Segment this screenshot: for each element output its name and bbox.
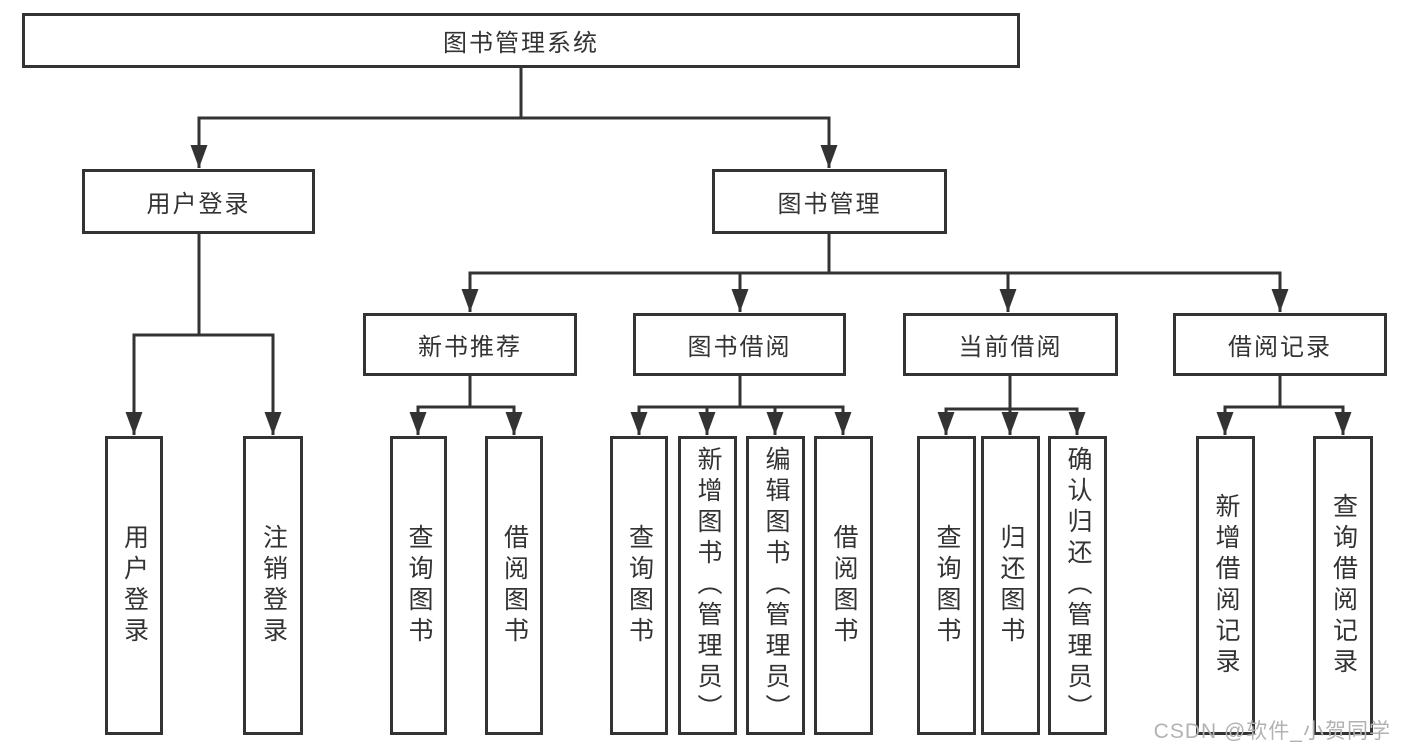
leaf-label: 查询图书 [405, 523, 433, 648]
leaf-label: 注销登录 [259, 523, 288, 648]
leaf-add-borrow-record: 新增借阅记录 [1196, 436, 1255, 735]
leaf-borrow-book: 借阅图书 [814, 436, 873, 735]
leaf-edit-book-admin: 编辑图书（管理员） [746, 436, 805, 735]
leaf-logout-login: 注销登录 [243, 436, 303, 735]
leaf-label: 借阅图书 [500, 523, 529, 648]
leaf-label: 借阅图书 [830, 523, 858, 648]
leaf-add-book-admin: 新增图书（管理员） [678, 436, 737, 735]
leaf-label: 查询借阅记录 [1329, 492, 1358, 679]
leaf-search-borrow-record: 查询借阅记录 [1313, 436, 1373, 735]
leaf-label: 新增借阅记录 [1212, 492, 1240, 679]
leaf-label: 新增图书（管理员） [694, 446, 722, 725]
leaf-label: 编辑图书（管理员） [762, 446, 790, 725]
leaf-search-book-borrow: 查询图书 [610, 436, 668, 735]
csdn-watermark: CSDN @软件_小贺同学 [1153, 720, 1391, 743]
leaf-search-book-recommend: 查询图书 [390, 436, 447, 735]
node-new-book-recommend: 新书推荐 [363, 313, 577, 376]
leaf-borrow-book-recommend: 借阅图书 [485, 436, 543, 735]
leaf-label: 确认归还（管理员） [1064, 446, 1092, 725]
leaf-label: 用户登录 [120, 523, 149, 648]
node-borrow-records: 借阅记录 [1173, 313, 1387, 376]
leaf-label: 查询图书 [625, 523, 654, 648]
leaf-label: 归还图书 [997, 523, 1025, 648]
node-book-borrow: 图书借阅 [633, 313, 846, 376]
leaf-label: 查询图书 [933, 523, 961, 648]
leaf-return-book: 归还图书 [981, 436, 1040, 735]
leaf-confirm-return-admin: 确认归还（管理员） [1048, 436, 1107, 735]
node-current-borrow: 当前借阅 [903, 313, 1118, 376]
node-root-system: 图书管理系统 [22, 13, 1020, 68]
node-book-management: 图书管理 [712, 169, 947, 234]
leaf-search-book-current: 查询图书 [917, 436, 976, 735]
node-user-login: 用户登录 [82, 169, 315, 234]
leaf-user-login: 用户登录 [105, 436, 163, 735]
